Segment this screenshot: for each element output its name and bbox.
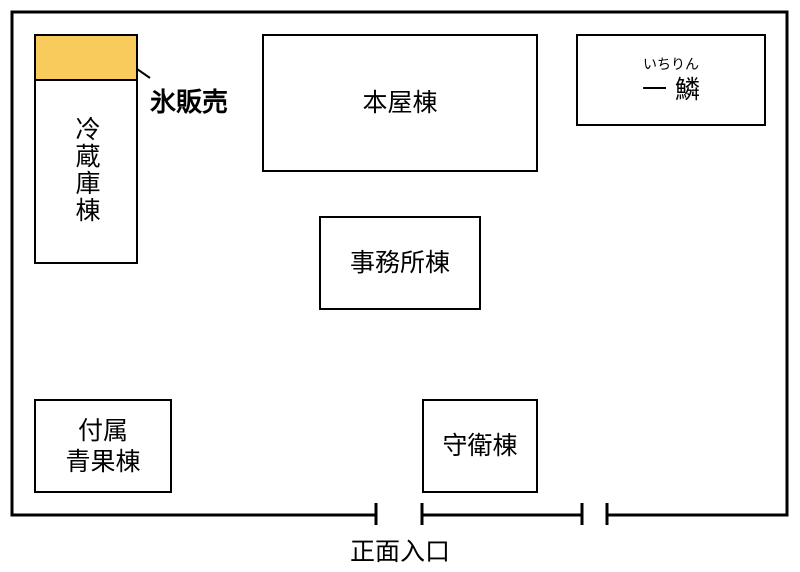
- building-ichirin-label: 一 鱗: [642, 75, 700, 105]
- building-ichirin-ruby: いちりん: [642, 57, 699, 74]
- building-main: 本屋棟: [262, 34, 538, 172]
- building-guard-label: 守衛棟: [442, 431, 518, 461]
- boundary-wall: [10, 10, 789, 517]
- building-ichirin: いちりん 一 鱗: [576, 34, 766, 126]
- ice-sales-label: 氷販売: [150, 88, 229, 118]
- main-entrance-label: 正面入口: [349, 537, 450, 566]
- ice-sales-area: [36, 36, 136, 81]
- building-produce-text: 付属 青果棟: [65, 415, 140, 478]
- building-produce-label-line2: 青果棟: [65, 447, 141, 476]
- building-office-label: 事務所棟: [349, 248, 450, 278]
- building-office: 事務所棟: [319, 216, 481, 310]
- building-guard: 守衛棟: [422, 399, 538, 493]
- building-cold-storage-label: 冷蔵庫棟: [72, 116, 101, 224]
- building-produce-label-line1: 付属: [77, 415, 128, 445]
- building-main-label: 本屋棟: [362, 88, 438, 118]
- building-ichirin-text: いちりん 一 鱗: [642, 54, 700, 105]
- building-produce: 付属 青果棟: [34, 399, 172, 493]
